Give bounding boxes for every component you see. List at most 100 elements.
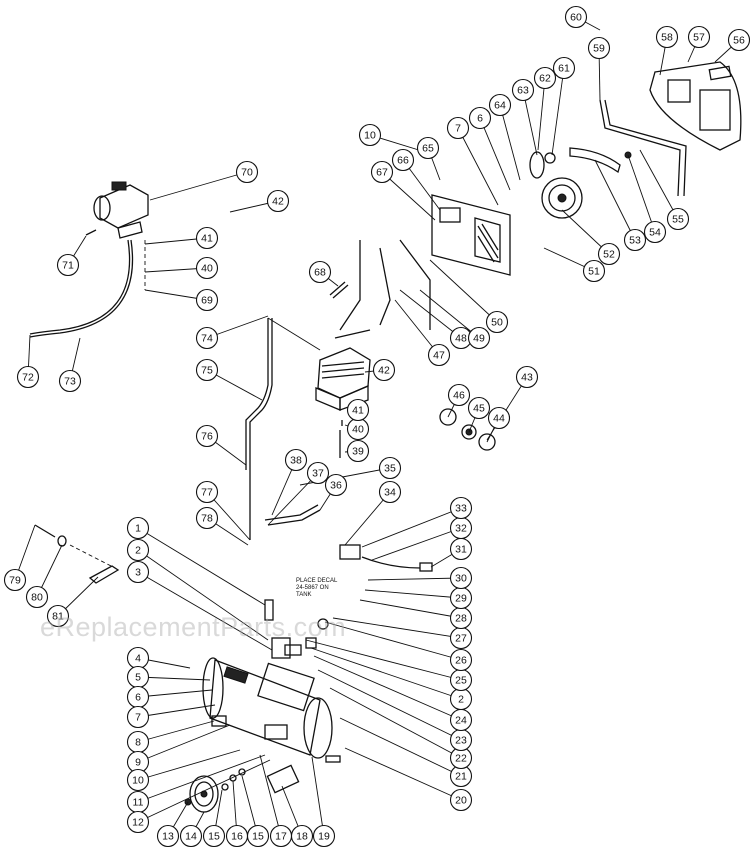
part-callout-62: 62 [533,66,557,90]
callout-number: 42 [378,365,390,377]
callout-number: 42 [272,196,284,208]
callout-number: 7 [135,712,141,724]
callout-circle [487,406,511,430]
parts-artwork [29,61,742,813]
callout-number: 78 [201,513,213,525]
leader-line [381,171,436,221]
part-callout-10: 10 [358,123,382,147]
part-callout-74: 74 [195,326,219,350]
callout-number: 81 [52,611,64,623]
part-callout-45: 45 [467,396,491,420]
callout-circle [511,78,535,102]
callout-circle [372,358,396,382]
part-callout-6: 6 [126,685,150,709]
callout-number: 23 [455,735,467,747]
callout-circle [468,106,492,130]
callout-number: 62 [539,73,551,85]
part-callout-34: 34 [378,480,402,504]
callout-circle [202,824,226,848]
part-callout-67: 67 [370,160,394,184]
part-callout-66: 66 [391,148,415,172]
part-callout-60: 60 [564,5,588,29]
callout-circle [324,473,348,497]
callout-circle [446,116,470,140]
callout-number: 64 [494,100,506,112]
callout-circle [582,259,606,283]
callout-circle [378,480,402,504]
callout-number: 65 [422,143,434,155]
part-callout-38: 38 [284,448,308,472]
leader-line [339,717,462,777]
part-callout-44: 44 [487,406,511,430]
callout-number: 16 [231,831,243,843]
callout-number: 38 [290,455,302,467]
part-callout-68: 68 [308,260,332,284]
part-callout-40: 40 [195,256,219,280]
part-callout-41: 41 [346,398,370,422]
leader-line [313,655,462,721]
callout-number: 22 [455,753,467,765]
callout-circle [195,226,219,250]
part-callout-54: 54 [643,220,667,244]
callout-number: 59 [593,43,605,55]
part-callout-50: 50 [485,310,509,334]
callout-number: 51 [588,266,600,278]
callout-circle [515,365,539,389]
callout-circle [346,398,370,422]
callout-circle [266,189,290,213]
callout-circle [25,585,49,609]
part-callout-31: 31 [449,537,473,561]
callout-number: 2 [135,545,141,557]
callout-number: 49 [473,333,485,345]
leader-line [344,747,462,801]
part-callout-55: 55 [666,207,690,231]
callout-number: 61 [558,63,570,75]
watermark: eReplacementParts.com [40,612,347,642]
part-callout-81: 81 [46,604,70,628]
part-callout-37: 37 [306,461,330,485]
callout-circle [126,705,150,729]
callout-circle [552,56,576,80]
part-callout-35: 35 [378,456,402,480]
callout-circle [488,93,512,117]
callout-circle [308,260,332,284]
leader-line [310,647,462,700]
callout-number: 9 [135,757,141,769]
callout-number: 41 [201,233,213,245]
callout-circle [467,326,491,350]
callout-number: 35 [384,463,396,475]
part-callout-1: 1 [126,516,150,540]
leader-line [259,754,282,837]
callout-number: 30 [455,573,467,585]
callout-circle [126,560,150,584]
callout-number: 14 [185,831,197,843]
part-callout-56: 56 [727,28,750,52]
air-tank [202,657,341,794]
callout-circle [378,456,402,480]
compressor-pump [315,281,371,458]
part-callout-2: 2 [126,538,150,562]
part-callout-29: 29 [449,586,473,610]
callout-circle [126,768,150,792]
callout-circle [195,256,219,280]
leader-line [429,259,498,323]
callout-circle [449,648,473,672]
motor [29,181,149,338]
callout-circle [156,824,180,848]
part-callout-42: 42 [372,358,396,382]
callout-number: 8 [135,737,141,749]
callout-number: 66 [397,155,409,167]
callout-number: 43 [521,372,533,384]
callout-number: 40 [352,424,364,436]
part-callout-53: 53 [623,228,647,252]
callout-circle [179,824,203,848]
callout-circle [449,496,473,520]
leader-line [371,527,462,561]
callout-circle [655,25,679,49]
callout-number: 5 [135,672,141,684]
callout-circle [284,448,308,472]
leader-line [394,299,440,356]
callout-circle [416,136,440,160]
